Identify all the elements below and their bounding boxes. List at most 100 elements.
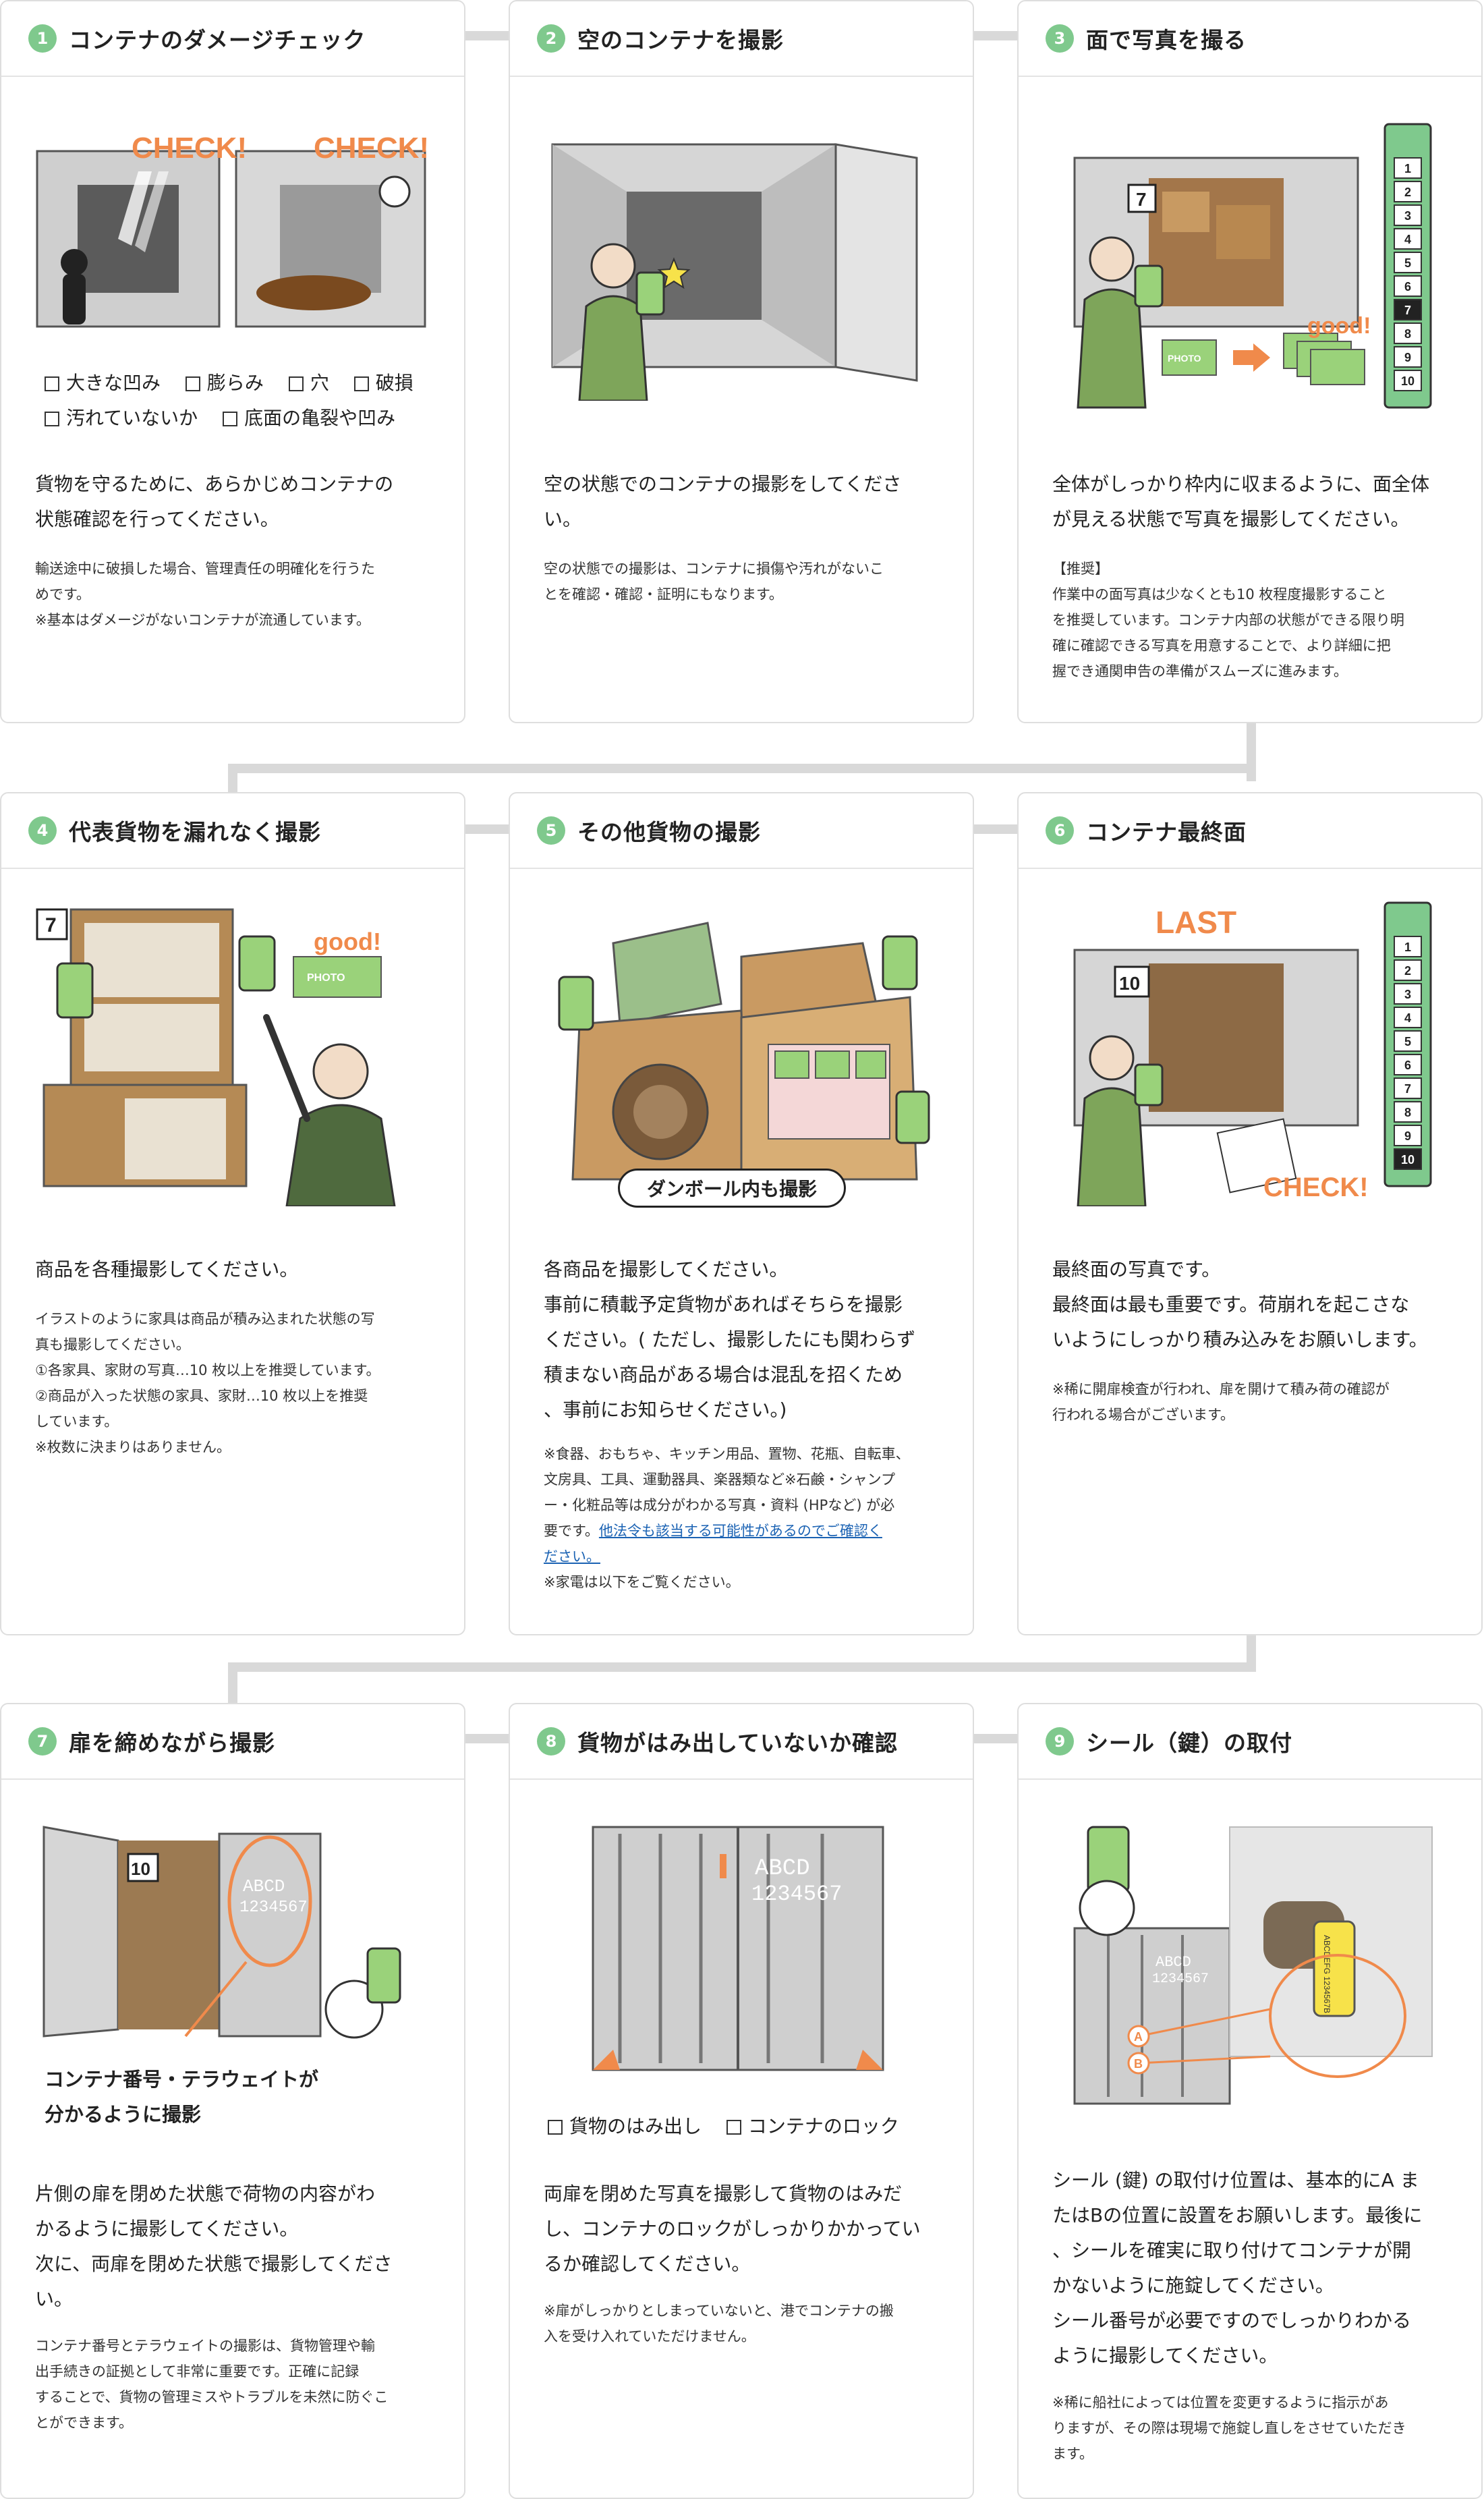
step-header: 8 貨物がはみ出していないか確認 — [510, 1704, 973, 1780]
step-header: 4 代表貨物を漏れなく撮影 — [1, 793, 464, 869]
container-code-line2: 1234567 — [1152, 1971, 1209, 1987]
step-number: 7 — [28, 1727, 57, 1756]
scale-cell — [1394, 983, 1422, 1005]
scale-cell-label: 9 — [1404, 1129, 1411, 1143]
check-label-left: CHECK! — [132, 132, 247, 165]
scale-cell — [1394, 346, 1422, 368]
scale-cell — [1394, 157, 1422, 179]
step-text: 全体がしっかり枠内に収まるように、面全体が見える状態で写真を撮影してください。 … — [1019, 467, 1463, 684]
other-cargo-illustration — [539, 896, 944, 1206]
step-header: 6 コンテナ最終面 — [1019, 793, 1481, 869]
step-header: 9 シール（鍵）の取付 — [1019, 1704, 1481, 1780]
scale-cell — [1394, 1148, 1422, 1170]
position-a: A — [1134, 2030, 1143, 2044]
connector-6-7-horizontal — [228, 1662, 1256, 1672]
container-code-line1: ABCD — [1155, 1954, 1191, 1971]
check-label: CHECK! — [1263, 1173, 1369, 1202]
closing-checklist: 貨物のはみ出し コンテナのロック — [548, 2109, 918, 2144]
check-item[interactable]: 汚れていないか — [45, 407, 198, 429]
step-note: ※稀に開扉検査が行われ、扉を開けて積み荷の確認が行われる場合がございます。 — [1052, 1381, 1390, 1423]
final-tag-10: 10 — [1119, 973, 1140, 994]
good-label: good! — [1307, 313, 1371, 339]
scale-cell — [1394, 936, 1422, 957]
check-item[interactable]: 破損 — [353, 372, 413, 394]
scale-cell — [1394, 370, 1422, 391]
check-item[interactable]: コンテナのロック — [726, 2115, 899, 2137]
seal-code: ABCDEFG 1234567B — [1322, 1935, 1332, 2013]
step-text: 片側の扉を閉めた状態で荷物の内容がわかるように撮影してください。次に、両扉を閉め… — [1, 2177, 426, 2436]
step-number: 2 — [537, 24, 565, 53]
scale-cell — [1394, 959, 1422, 981]
connector-8-9 — [974, 1734, 1019, 1743]
representative-cargo-illustration: 7 PHOTO good! — [30, 896, 435, 1206]
connector-4-5 — [465, 824, 510, 834]
step-note: コンテナ番号とテラウェイトの撮影は、貨物管理や輸出手続きの証拠として非常に重要で… — [35, 2338, 389, 2431]
photo-label: PHOTO — [307, 972, 345, 984]
connector-3-4-horizontal — [228, 764, 1256, 773]
photo-label: PHOTO — [1168, 353, 1201, 364]
scale-cell-label: 1 — [1404, 940, 1411, 954]
step-note: ※稀に船社によっては位置を変更するように指示がありますが、その際は現場で施錠し直… — [1052, 2394, 1406, 2462]
scale-cell-label: 4 — [1404, 233, 1411, 246]
step-title: 代表貨物を漏れなく撮影 — [69, 819, 321, 845]
container-code-line1: ABCD — [243, 1876, 285, 1897]
step-title: シール（鍵）の取付 — [1086, 1730, 1292, 1756]
scale-cell-label: 10 — [1401, 1153, 1415, 1167]
step-title: 空のコンテナを撮影 — [577, 27, 784, 53]
step-main-text: 片側の扉を閉めた状態で荷物の内容がわかるように撮影してください。次に、両扉を閉め… — [35, 2183, 393, 2310]
container-code-line2: 1234567 — [239, 1899, 308, 1917]
step-note: 【推奨】作業中の面写真は少なくとも10 枚程度撮影することを推奨しています。コン… — [1052, 561, 1404, 679]
step-text: 貨物を守るために、あらかじめコンテナの状態確認を行ってください。 輸送途中に破損… — [1, 467, 427, 633]
step-main-text: シール (鍵) の取付け位置は、基本的にA またはBの位置に設置をお願いします。… — [1052, 2169, 1423, 2367]
check-item[interactable]: 底面の亀裂や凹み — [223, 407, 395, 429]
scale-cell-label: 8 — [1404, 1106, 1411, 1119]
scale-cell-label: 8 — [1404, 327, 1411, 341]
step-note: 空の状態での撮影は、コンテナに損傷や汚れがないことを確認・確認・証明にもなります… — [544, 561, 884, 602]
scale-cell — [1394, 1101, 1422, 1123]
scale-cell — [1394, 252, 1422, 273]
check-item[interactable]: 穴 — [288, 372, 329, 394]
check-item[interactable]: 貨物のはみ出し — [548, 2115, 702, 2137]
check-item[interactable]: 大きな凹み — [45, 372, 161, 394]
step-header: 5 その他貨物の撮影 — [510, 793, 973, 869]
scale-cell — [1394, 1125, 1422, 1146]
scale-cell-label: 2 — [1404, 186, 1411, 199]
scale-cell — [1394, 1077, 1422, 1099]
step-text: 最終面の写真です。最終面は最も重要です。荷崩れを起こさないようにしっかり積み込み… — [1019, 1252, 1462, 1428]
scale-cell-label: 9 — [1404, 351, 1411, 364]
step-text: 空の状態でのコンテナの撮影をしてください。 空の状態での撮影は、コンテナに損傷や… — [510, 467, 935, 607]
step-title: 面で写真を撮る — [1086, 27, 1247, 53]
step-text: 両扉を閉めた写真を撮影して貨物のはみだし、コンテナのロックがしっかりかかっている… — [510, 2177, 954, 2349]
scale-cell — [1394, 204, 1422, 226]
scale-cell-label: 5 — [1404, 256, 1411, 270]
step-main-text: 商品を各種撮影してください。 — [35, 1258, 299, 1281]
scale-cell-label: 7 — [1404, 304, 1411, 317]
step-title: 扉を締めながら撮影 — [69, 1730, 275, 1756]
door-tag-10: 10 — [131, 1859, 150, 1879]
step-note: 輸送途中に破損した場合、管理責任の明確化を行うためです。※基本はダメージがないコ… — [35, 561, 375, 628]
scale-cell-label: 1 — [1404, 162, 1411, 175]
connector-6-7-vertical — [1247, 1633, 1256, 1670]
connector-2-3 — [974, 31, 1019, 40]
step-card-9: 9 シール（鍵）の取付 ABCD 1234567 ABCDEFG 1234567… — [1017, 1703, 1483, 2499]
step-text: 商品を各種撮影してください。 イラストのように家具は商品が積み込まれた状態の写真… — [1, 1252, 414, 1460]
step-main-text: 両扉を閉めた写真を撮影して貨物のはみだし、コンテナのロックがしっかりかかっている… — [544, 2183, 921, 2275]
step-card-4: 4 代表貨物を漏れなく撮影 7 PHOTO good! 商品を各種撮影してくださ… — [0, 792, 465, 1635]
good-label: good! — [314, 928, 381, 955]
step-number: 4 — [28, 816, 57, 845]
scale-cell — [1394, 322, 1422, 344]
step-number: 3 — [1046, 24, 1074, 53]
step-main-text: 貨物を守るために、あらかじめコンテナの状態確認を行ってください。 — [35, 473, 394, 530]
step-card-2: 2 空のコンテナを撮影 空の状態でのコンテナの撮影をしてください。 空の状態での… — [509, 0, 974, 723]
check-item[interactable]: 膨らみ — [185, 372, 264, 394]
step-number: 6 — [1046, 816, 1074, 845]
regulations-link[interactable]: 他法令も該当する可能性があるのでご確認ください。 — [544, 1523, 882, 1565]
scale-cell — [1394, 228, 1422, 250]
check-label-right: CHECK! — [314, 132, 429, 165]
